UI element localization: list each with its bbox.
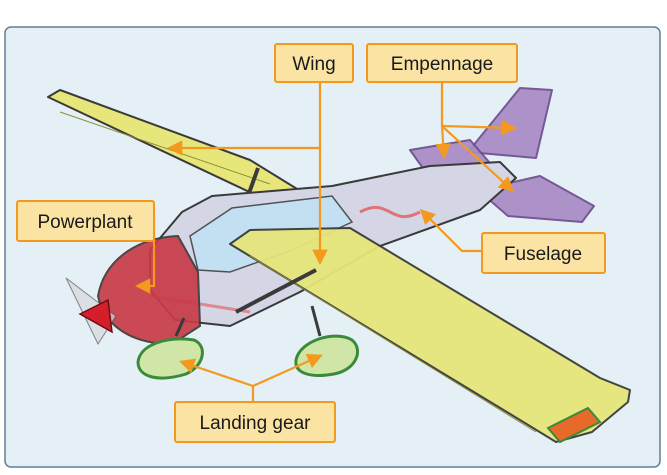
fuselage-stripe (359, 205, 421, 219)
landing-gear-label: Landing gear (174, 401, 336, 443)
left-wing-strut (246, 167, 260, 197)
empennage-label-text: Empennage (391, 54, 493, 75)
propeller-spinner (78, 298, 113, 334)
powerplant-label: Powerplant (16, 200, 155, 242)
right-wing-strut (235, 268, 317, 314)
left-wing-aileron-line (59, 111, 271, 185)
nose-gear-strut (174, 317, 186, 337)
landing-gear-leader-nose (179, 358, 254, 388)
fuselage-label: Fuselage (481, 232, 606, 274)
empennage-leader-right (441, 125, 515, 193)
empennage-leader-vertical (441, 119, 518, 136)
empennage-label: Empennage (366, 43, 518, 83)
fuselage-label-text: Fuselage (504, 244, 582, 265)
wing-label: Wing (274, 43, 354, 83)
right-wing-shape (229, 227, 631, 443)
wingtip-light (546, 406, 602, 444)
main-gear-strut (310, 305, 322, 337)
landing-gear-leader-main (252, 354, 323, 388)
landing-gear-label-text: Landing gear (200, 413, 312, 434)
powerplant-label-text: Powerplant (37, 212, 133, 233)
fuselage-leader (419, 208, 482, 253)
right-wing-flap-line (249, 255, 537, 433)
wing-label-text: Wing (292, 54, 335, 75)
